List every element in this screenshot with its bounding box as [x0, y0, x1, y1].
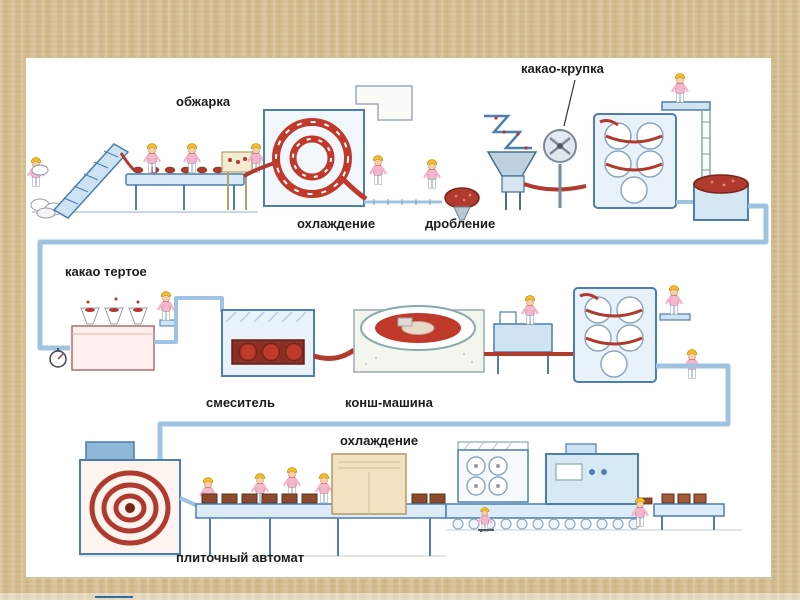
cooling-cabinet — [331, 453, 407, 515]
elevator-conveyor — [52, 143, 136, 219]
seated-worker — [477, 506, 494, 533]
line-grinding — [49, 284, 731, 460]
spiral-cooler — [243, 109, 368, 207]
mill-step — [659, 313, 691, 321]
label-cocoa-mass: какао тертое — [65, 264, 147, 279]
mixer-machine — [221, 309, 315, 377]
cooling-conveyor — [364, 199, 442, 205]
label-pointer-line — [563, 79, 576, 127]
transfer-pipe-1 — [37, 203, 769, 351]
label-cooling-bottom: охлаждение — [340, 433, 419, 448]
diagram-canvas — [27, 72, 769, 557]
worker-figure — [665, 284, 683, 316]
worker-figure — [283, 466, 301, 498]
control-desk — [493, 311, 553, 374]
roasting-table — [125, 166, 245, 210]
worker-figure — [521, 294, 539, 326]
roller-mill-top — [592, 112, 678, 210]
packing-table — [653, 493, 725, 530]
worker-figure — [671, 72, 689, 104]
foil-roll-unit — [457, 441, 529, 503]
worker-figure — [157, 290, 175, 322]
fan — [543, 129, 577, 208]
transfer-pipe-2 — [157, 363, 731, 460]
liquor-tank — [71, 297, 155, 371]
sample-stand — [221, 151, 253, 210]
label-crushing: дробление — [425, 216, 496, 231]
overhead-pipe — [154, 296, 224, 344]
label-roasting: обжарка — [176, 94, 231, 109]
tunnel-conveyor — [445, 503, 643, 530]
nib-basin — [444, 187, 480, 221]
diagram-panel: обжарка какао-крупка охлаждение дроблени… — [25, 57, 772, 578]
label-cooling-top: охлаждение — [297, 216, 376, 231]
liquor-vat — [693, 174, 749, 221]
step-stool — [159, 319, 177, 327]
label-molding: плиточный автомат — [176, 550, 305, 565]
exhaust-duct — [355, 85, 413, 121]
bottom-accent-line — [95, 596, 133, 598]
label-cocoa-nibs: какао-крупка — [521, 61, 604, 76]
crusher — [484, 114, 587, 210]
roller-mill-middle — [572, 286, 658, 384]
worker-figure — [315, 472, 333, 504]
pressure-gauge — [49, 348, 67, 368]
molding-conveyor — [195, 493, 447, 556]
line-molding — [79, 441, 742, 557]
label-conche: конш-машина — [345, 395, 433, 410]
line-roasting — [27, 72, 769, 351]
worker-figure — [369, 154, 387, 186]
coil-machine — [79, 441, 199, 555]
worker-figure — [423, 158, 441, 190]
label-mixer: смеситель — [206, 395, 275, 410]
wrapping-machine — [545, 443, 653, 505]
conche-machine — [353, 305, 485, 373]
bottom-strip — [0, 593, 800, 600]
